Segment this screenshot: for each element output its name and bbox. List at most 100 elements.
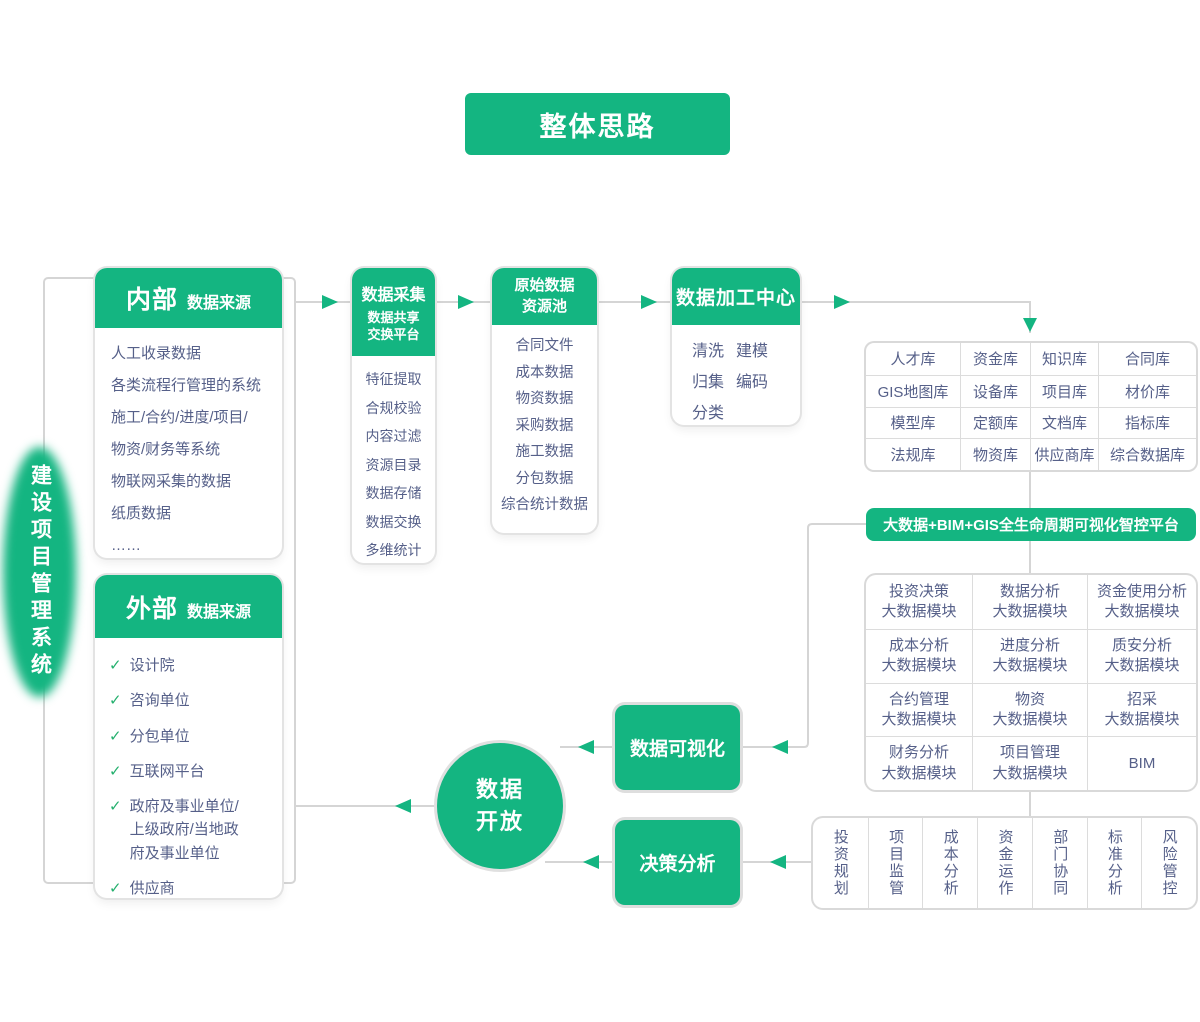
page-title: 整体思路 [465,93,730,155]
checkmark-icon: ✓ [109,798,122,815]
table-cell: 综合数据库 [1098,438,1196,470]
list-item: 各类流程行管理的系统 [111,377,262,394]
checkmark-icon: ✓ [109,692,122,710]
card-title: 数据采集 [361,287,426,305]
external-sources-list: ✓ 设计院 ✓ 咨询单位 ✓ 分包单位 ✓ 互联网平台 ✓ 政府及事业单位/ 上… [95,638,282,928]
list-item: 内容过滤 [365,428,422,444]
module-cell: 物资 大数据模块 [972,682,1087,737]
application-cell: 成本分析 [922,818,977,908]
list-item: ✓ 设计院 [109,654,268,677]
application-cell: 资金运作 [977,818,1032,908]
list-item: 综合统计数据 [501,497,588,513]
list-item: 归集 [692,374,725,391]
module-cell: 财务分析 大数据模块 [866,736,972,790]
external-sources-card: 外部 数据来源 ✓ 设计院 ✓ 咨询单位 ✓ 分包单位 ✓ 互联网平台 ✓ 政府… [95,575,282,898]
list-item: 分包数据 [515,470,574,487]
application-cell: 部门协同 [1031,818,1087,908]
list-item: 采购数据 [515,417,574,434]
data-collection-card: 数据采集 数据共享 交换平台 特征提取 合规校验 内容过滤 资源目录 数据存储 … [352,268,435,563]
data-processing-header: 数据加工中心 [672,268,800,325]
application-cell: 标准分析 [1086,818,1142,908]
table-cell: 法规库 [866,438,960,470]
table-cell: 供应商库 [1030,438,1098,470]
list-item: 分类 [692,405,725,422]
arrow-right-icon [458,295,474,309]
checkmark-icon: ✓ [109,762,122,780]
table-cell: 模型库 [866,406,960,439]
application-label: 成本分析 [941,829,959,897]
data-collection-header: 数据采集 数据共享 交换平台 [352,268,435,356]
table-cell: 材价库 [1098,374,1196,407]
module-cell: 合约管理 大数据模块 [866,682,972,737]
data-processing-card: 数据加工中心 清洗 建模 归集 编码 分类 [672,268,800,425]
internal-sources-list: 人工收录数据 各类流程行管理的系统 施工/合约/进度/项目/ 物资/财务等系统 … [95,328,282,572]
application-label: 投资规划 [831,829,849,897]
arrow-right-icon [641,295,657,309]
arrow-left-icon [395,799,411,813]
list-item: ✓ 供应商 [109,877,268,900]
card-title: 内部 [125,286,178,314]
list-item: ✓ 分包单位 [109,725,268,748]
list-item: 资源目录 [365,456,422,473]
module-cell: 数据分析 大数据模块 [972,575,1087,629]
application-cell: 项目监管 [867,818,923,908]
list-item: ✓ 咨询单位 [109,689,268,712]
decision-analysis-box: 决策分析 [615,820,740,905]
table-cell: 合同库 [1098,343,1196,375]
list-item: 特征提取 [365,371,422,387]
checkmark-icon: ✓ [109,879,122,897]
application-cell: 投资规划 [813,818,868,908]
module-cell: 投资决策 大数据模块 [881,582,957,620]
checkmark-icon: ✓ [109,657,122,674]
list-item: 纸质数据 [111,505,172,522]
system-ellipse: 建设项目管理系统 [3,447,76,697]
list-item: 建模 [736,343,769,360]
module-cell: 招采 大数据模块 [1087,682,1196,737]
application-label: 资金运作 [996,829,1014,897]
list-item: 物联网采集的数据 [111,473,232,490]
table-cell: 资金库 [960,343,1030,375]
table-cell: 项目库 [1030,374,1098,407]
list-item: 数据存储 [365,485,422,501]
list-item: 物资/财务等系统 [111,441,221,458]
internal-sources-header: 内部 数据来源 [95,268,282,328]
data-open-circle: 数据 开放 [437,743,563,869]
list-item: 成本数据 [515,364,574,381]
list-item: 编码 [736,374,769,391]
list-item: 施工数据 [515,444,574,460]
module-cell: 成本分析 大数据模块 [866,628,972,683]
external-item-label: 设计院 [129,657,175,674]
data-collection-list: 特征提取 合规校验 内容过滤 资源目录 数据存储 数据交换 多维统计 [352,356,435,574]
raw-data-pool-card: 原始数据 资源池 合同文件 成本数据 物资数据 采购数据 施工数据 分包数据 综… [492,268,597,533]
arrow-right-icon [322,295,338,309]
arrow-left-icon [583,855,599,869]
data-processing-list: 清洗 建模 归集 编码 分类 [672,325,800,423]
table-cell: 知识库 [1030,343,1098,375]
table-cell: GIS地图库 [866,374,960,407]
card-subtitle: 数据来源 [187,295,252,312]
table-cell: 定额库 [960,406,1030,439]
platform-banner: 大数据+BIM+GIS全生命周期可视化智控平台 [866,508,1196,541]
list-item: 施工/合约/进度/项目/ [111,409,248,426]
module-cell: 资金使用分析 大数据模块 [1087,575,1196,629]
module-cell: 进度分析 大数据模块 [972,628,1087,683]
list-item: 合同文件 [515,338,574,354]
modules-grid: 投资决策 大数据模块 数据分析 大数据模块 资金使用分析 大数据模块 成本分析 … [866,575,1196,790]
list-item: 多维统计 [365,542,422,558]
application-label: 项目监管 [887,829,905,897]
system-label: 建设项目管理系统 [28,464,52,680]
application-label: 风险管控 [1160,829,1178,897]
external-item-label: 分包单位 [129,727,190,745]
databases-table: 人才库 资金库 知识库 合同库 GIS地图库 设备库 项目库 材价库 模型库 定… [866,343,1196,470]
external-sources-header: 外部 数据来源 [95,575,282,638]
list-item: 人工收录数据 [111,345,202,362]
data-visualization-box: 数据可视化 [615,705,740,790]
table-cell: 物资库 [960,438,1030,470]
arrow-left-icon [578,740,594,754]
table-cell: 指标库 [1098,406,1196,439]
application-label: 标准分析 [1105,829,1123,897]
external-item-label: 互联网平台 [129,762,205,780]
arrow-down-icon [1023,318,1037,332]
internal-sources-card: 内部 数据来源 人工收录数据 各类流程行管理的系统 施工/合约/进度/项目/ 物… [95,268,282,558]
